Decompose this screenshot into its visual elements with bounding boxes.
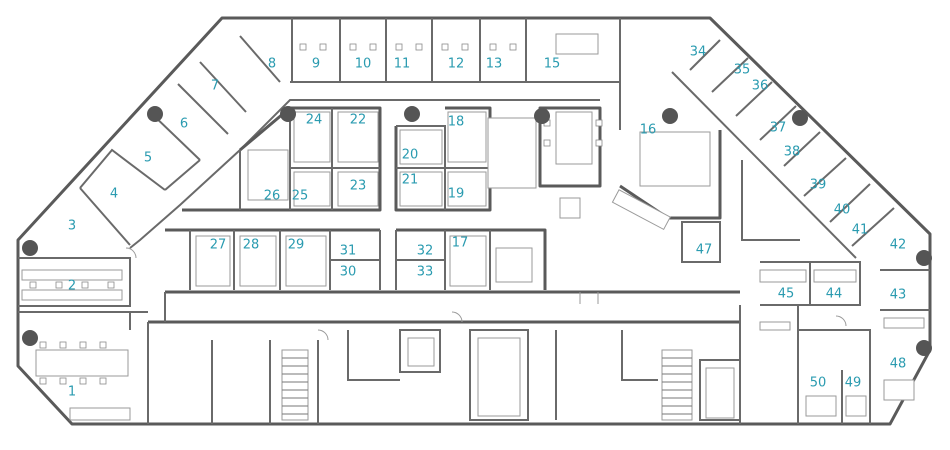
room-26-label: 26 [264, 189, 281, 204]
stair-left [281, 349, 309, 421]
elevator-shaft [477, 337, 521, 417]
structural-columns [22, 106, 932, 356]
shaft-right [705, 367, 735, 419]
chairs [29, 43, 603, 385]
room-36-label: 36 [752, 79, 769, 94]
room-18-label: 18 [448, 115, 465, 130]
room-27-label: 27 [210, 238, 227, 253]
room-35-label: 35 [734, 63, 751, 78]
service-core [18, 292, 871, 424]
room-23-label: 23 [350, 179, 367, 194]
room-38-label: 38 [784, 145, 801, 160]
stair-right [661, 349, 693, 421]
room-45-label: 45 [778, 287, 795, 302]
room-25-label: 25 [292, 189, 309, 204]
doors [125, 247, 847, 341]
room-16-label: 16 [640, 123, 657, 138]
furniture [21, 33, 925, 421]
room-22-label: 22 [350, 113, 367, 128]
room-41-label: 41 [852, 223, 869, 238]
room-20-label: 20 [402, 148, 419, 163]
room-10-label: 10 [355, 57, 372, 72]
room-28-label: 28 [243, 238, 260, 253]
room-48-label: 48 [890, 357, 907, 372]
room-21-label: 21 [402, 173, 419, 188]
middle-band [165, 221, 861, 306]
room-29-label: 29 [288, 238, 305, 253]
room-6-label: 6 [180, 117, 188, 132]
room-42-label: 42 [890, 238, 907, 253]
shaft-center [407, 337, 435, 367]
room-19-label: 19 [448, 187, 465, 202]
room-11-label: 11 [394, 57, 411, 72]
room-31-label: 31 [340, 244, 357, 259]
room-34-label: 34 [690, 45, 707, 60]
room-44-label: 44 [826, 287, 843, 302]
room-50-label: 50 [810, 376, 827, 391]
room-37-label: 37 [770, 121, 787, 136]
partitions-top-row [290, 18, 621, 130]
room-24-label: 24 [306, 113, 323, 128]
room-4-label: 4 [110, 187, 118, 202]
room-15-label: 15 [544, 57, 561, 72]
room-39-label: 39 [810, 178, 827, 193]
room-5-label: 5 [144, 151, 152, 166]
room-labels: 1 2 3 4 5 6 7 8 9 10 11 12 13 15 16 17 1… [68, 45, 906, 400]
partitions-right-diagonal [671, 39, 930, 311]
room-33-label: 33 [417, 265, 434, 280]
room-13-label: 13 [486, 57, 503, 72]
outer-wall [16, 16, 932, 426]
room-2-label: 2 [68, 279, 76, 294]
room-30-label: 30 [340, 265, 357, 280]
room-43-label: 43 [890, 288, 907, 303]
room-9-label: 9 [312, 57, 320, 72]
room-8-label: 8 [268, 57, 276, 72]
room-47-label: 47 [696, 243, 713, 258]
room-1-label: 1 [68, 385, 76, 400]
room-49-label: 49 [845, 376, 862, 391]
room-40-label: 40 [834, 203, 851, 218]
room-7-label: 7 [211, 79, 219, 94]
room-12-label: 12 [448, 57, 465, 72]
room-17-label: 17 [452, 236, 469, 251]
inner-core-left [182, 106, 722, 220]
room-3-label: 3 [68, 219, 76, 234]
room-32-label: 32 [417, 244, 434, 259]
